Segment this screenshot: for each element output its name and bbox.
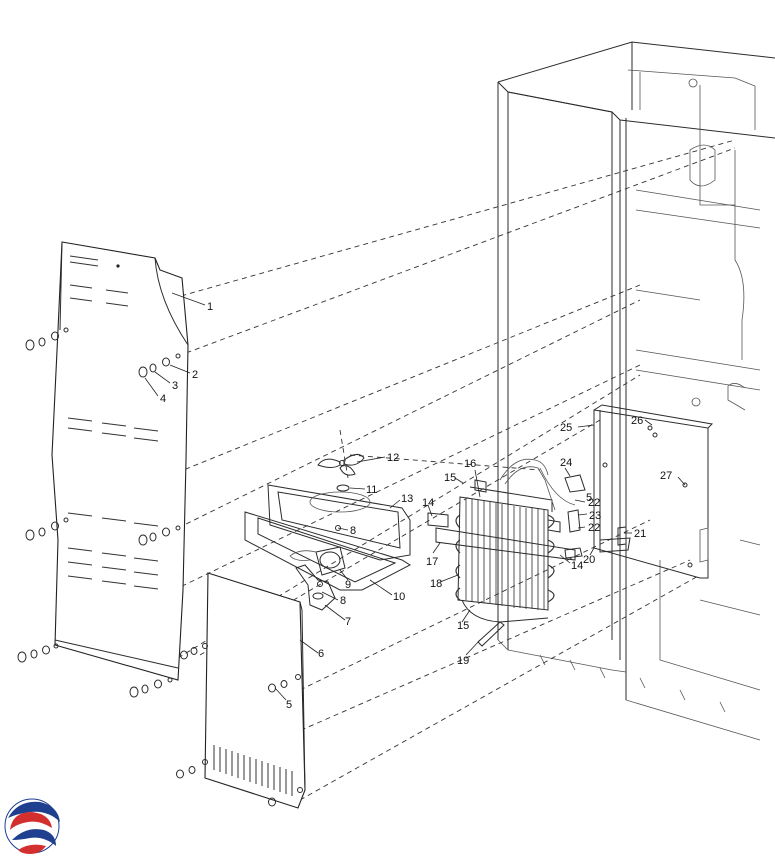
fan-motor xyxy=(289,546,346,576)
callout-14-left: 14 xyxy=(422,497,434,509)
callout-24: 24 xyxy=(560,457,572,469)
screws-panel-6 xyxy=(176,647,288,807)
heater-strip xyxy=(435,527,576,561)
callout-4: 4 xyxy=(160,393,166,405)
callout-leaders xyxy=(144,292,686,701)
evaporator-fins xyxy=(465,498,545,610)
fan-grommet xyxy=(336,484,350,492)
wiring-harness xyxy=(499,458,586,559)
callout-20: 20 xyxy=(583,554,595,566)
fan-shroud-frame xyxy=(244,484,412,591)
motor-bracket xyxy=(295,564,336,611)
callout-5-upper: 5 xyxy=(586,492,592,504)
callout-5-lower: 5 xyxy=(286,699,292,711)
callout-3: 3 xyxy=(172,380,178,392)
callout-9: 9 xyxy=(345,579,351,591)
callout-25: 25 xyxy=(560,422,572,434)
drain-tube xyxy=(477,621,505,647)
screw-right-top xyxy=(138,353,181,378)
evaporator-cover-panel xyxy=(51,241,189,681)
callout-22-lower: 22 xyxy=(588,522,600,534)
screw-panel6-foot xyxy=(268,797,276,807)
screw-left-top xyxy=(25,327,69,351)
callout-19: 19 xyxy=(457,655,469,667)
callout-6: 6 xyxy=(318,648,324,660)
callout-26: 26 xyxy=(631,415,643,427)
callout-11: 11 xyxy=(366,484,377,496)
screw-right-mid xyxy=(138,525,181,546)
callout-15-top: 15 xyxy=(444,472,456,484)
motor-screws xyxy=(317,525,341,587)
callout-13: 13 xyxy=(401,493,413,505)
brand-logo xyxy=(4,798,60,854)
callout-12: 12 xyxy=(387,452,399,464)
callout-7: 7 xyxy=(345,616,351,628)
control-box xyxy=(593,404,714,579)
callout-22-upper: 22 xyxy=(588,497,600,509)
callout-10: 10 xyxy=(393,591,405,603)
screw-right-bottom xyxy=(129,677,173,698)
lower-evaporator-panel xyxy=(202,572,306,809)
callout-21: 21 xyxy=(634,528,646,540)
screws-panel-1 xyxy=(17,327,181,698)
callout-1: 1 xyxy=(207,301,213,313)
refrigerator-cabinet xyxy=(497,41,775,741)
fan-blade xyxy=(317,429,365,479)
callout-16: 16 xyxy=(464,458,476,470)
screw-left-bottom xyxy=(17,643,59,663)
callout-18: 18 xyxy=(430,578,442,590)
screw-panel6-bottom xyxy=(176,766,196,779)
screw-panel6-top xyxy=(180,647,198,660)
callout-8-upper: 8 xyxy=(350,525,356,537)
grille-vents xyxy=(213,745,293,796)
callout-17: 17 xyxy=(426,556,438,568)
callout-23: 23 xyxy=(589,510,601,522)
callout-labels: 1 2 3 4 5 5 6 7 8 8 9 10 11 12 13 14 14 … xyxy=(160,301,672,711)
callout-2: 2 xyxy=(192,369,198,381)
projection-lines xyxy=(59,139,736,801)
callout-8-lower: 8 xyxy=(340,595,346,607)
callout-14-right: 14 xyxy=(571,560,583,572)
sensor-blocks xyxy=(427,512,561,533)
callout-27: 27 xyxy=(660,470,672,482)
screw-left-mid xyxy=(25,517,69,541)
callout-15-bottom: 15 xyxy=(457,620,469,632)
